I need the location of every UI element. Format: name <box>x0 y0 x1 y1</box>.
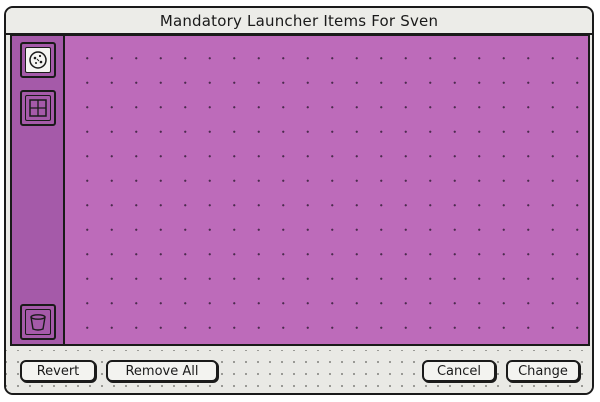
sidebar-item-recycler[interactable] <box>20 304 56 340</box>
launcher-sidebar <box>12 36 65 344</box>
sidebar-item-workspace[interactable] <box>20 42 56 78</box>
recycler-bucket-icon <box>25 309 51 335</box>
remove-all-button[interactable]: Remove All <box>106 360 218 382</box>
grid-window-icon <box>25 95 51 121</box>
launcher-drop-area[interactable] <box>65 36 588 344</box>
sidebar-background <box>12 36 63 344</box>
change-button[interactable]: Change <box>506 360 580 382</box>
cancel-button[interactable]: Cancel <box>422 360 496 382</box>
launcher-items-window: Mandatory Launcher Items For Sven <box>4 6 594 395</box>
title-bar[interactable]: Mandatory Launcher Items For Sven <box>6 8 592 35</box>
workspace-manager-icon <box>25 47 51 73</box>
window-title: Mandatory Launcher Items For Sven <box>159 11 439 30</box>
button-bar: Revert Remove All Cancel Change <box>6 350 592 393</box>
sidebar-item-grid[interactable] <box>20 90 56 126</box>
launcher-content <box>10 34 590 346</box>
revert-button[interactable]: Revert <box>20 360 96 382</box>
